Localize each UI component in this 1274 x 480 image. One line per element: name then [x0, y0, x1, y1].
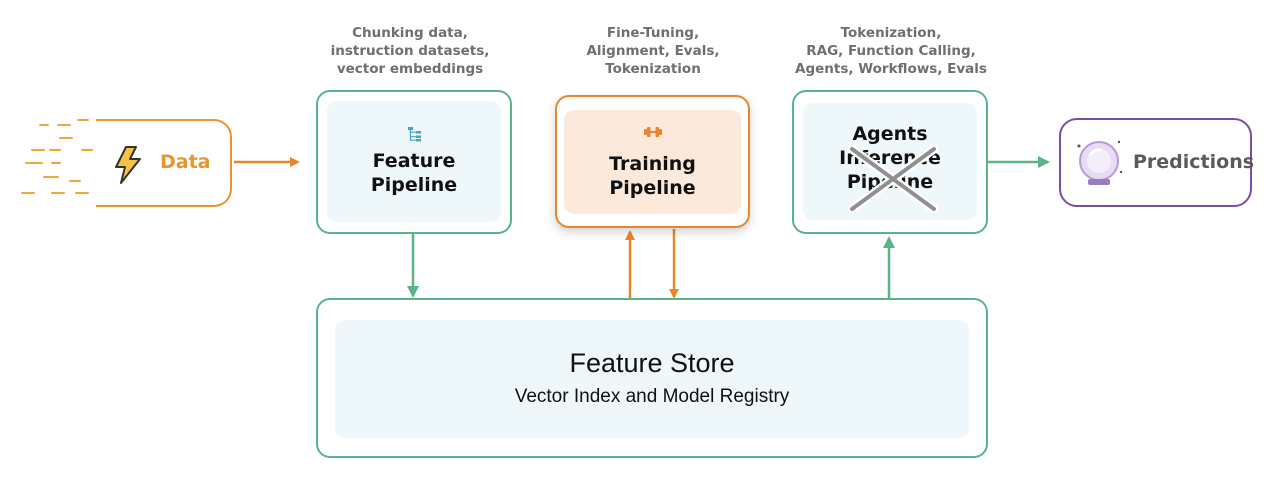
training-pipeline-caption: Fine-Tuning, Alignment, Evals, Tokenizat… [586, 25, 720, 77]
predictions-node: Predictions [1059, 118, 1255, 207]
feature-pipeline-caption: Chunking data, instruction datasets, vec… [330, 25, 490, 77]
training-pipeline-title: Training Pipeline [609, 153, 696, 199]
agents-title: Agents [852, 123, 928, 145]
inference-pipeline-caption: Tokenization, RAG, Function Calling, Age… [795, 25, 987, 77]
cross-out-icon [847, 143, 939, 217]
data-label: Data [160, 151, 211, 173]
inference-pipeline-inner: Agents Inference Pipeline [803, 103, 977, 220]
feature-pipeline-inner: Feature Pipeline [327, 101, 501, 222]
feature-store-title: Feature Store [569, 348, 735, 378]
feature-store-subtitle: Vector Index and Model Registry [514, 386, 790, 407]
feature-pipeline-box: Feature Pipeline [316, 90, 512, 234]
speed-lines [21, 119, 93, 194]
data-node: Data [96, 119, 232, 207]
feature-store-inner: Feature Store Vector Index and Model Reg… [335, 320, 969, 438]
feature-store-box: Feature Store Vector Index and Model Reg… [316, 298, 988, 458]
predictions-label: Predictions [1133, 151, 1255, 173]
lightning-bolt-icon [110, 145, 146, 189]
dumbbell-icon [643, 124, 663, 143]
training-pipeline-inner: Training Pipeline [564, 110, 741, 214]
tree-structure-icon [407, 126, 423, 146]
feature-pipeline-title: Feature Pipeline [370, 150, 458, 196]
inference-pipeline-box: Agents Inference Pipeline [792, 90, 988, 234]
training-pipeline-box: Training Pipeline [555, 95, 750, 228]
crystal-ball-icon [1071, 134, 1127, 196]
